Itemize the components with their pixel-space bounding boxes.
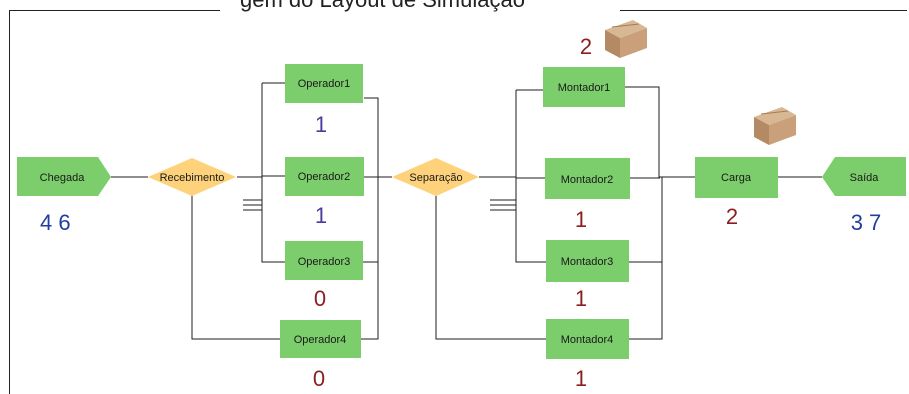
count-chegada: 4 6	[40, 210, 71, 235]
separacao-label: Separação	[409, 172, 462, 184]
recebimento-shape	[148, 158, 236, 196]
node-operador2[interactable]: Operador2	[285, 157, 364, 196]
operador3-shape	[285, 241, 363, 280]
connectors	[111, 82, 822, 340]
node-chegada[interactable]: Chegada	[17, 157, 111, 196]
saida-shape	[822, 157, 906, 196]
saida-label: Saída	[850, 172, 880, 184]
node-operador4[interactable]: Operador4	[280, 320, 361, 358]
node-montador3[interactable]: Montador3	[546, 240, 629, 282]
node-montador2[interactable]: Montador2	[545, 158, 630, 199]
montador2-label: Montador2	[561, 174, 614, 186]
montador3-label: Montador3	[561, 256, 614, 268]
montador1-label: Montador1	[558, 82, 611, 94]
carga-shape	[695, 157, 778, 198]
node-operador1[interactable]: Operador1	[285, 64, 363, 103]
chegada-shape	[17, 157, 111, 196]
count-operador4: 0	[313, 366, 325, 391]
cardboard-box-icon	[605, 20, 647, 58]
node-montador1[interactable]: Montador1	[543, 67, 625, 107]
title-clip: gem do Layout de Simulação	[220, 0, 620, 12]
count-montador1: 2	[580, 34, 592, 59]
montador4-label: Montador4	[561, 334, 614, 346]
count-montador3: 1	[575, 286, 587, 311]
node-recebimento[interactable]: Recebimento	[148, 158, 236, 196]
count-operador2: 1	[315, 203, 327, 228]
count-carga: 2	[726, 204, 738, 229]
montador4-shape	[546, 319, 629, 359]
operador1-label: Operador1	[298, 78, 351, 90]
montador1-shape	[543, 67, 625, 107]
operador1-shape	[285, 64, 363, 103]
separacao-shape	[392, 158, 479, 196]
operador2-label: Operador2	[298, 171, 351, 183]
page-title: gem do Layout de Simulação	[240, 0, 525, 12]
chegada-label: Chegada	[40, 172, 86, 184]
count-saida: 3 7	[851, 210, 882, 235]
operador4-label: Operador4	[294, 334, 347, 346]
recebimento-label: Recebimento	[160, 172, 225, 184]
node-separacao[interactable]: Separação	[392, 158, 479, 196]
count-operador1: 1	[315, 112, 327, 137]
count-montador2: 1	[575, 207, 587, 232]
node-saida[interactable]: Saída	[822, 157, 906, 196]
operador3-label: Operador3	[298, 256, 351, 268]
carga-label: Carga	[721, 172, 752, 184]
montador3-shape	[546, 240, 629, 282]
count-operador3: 0	[314, 286, 326, 311]
operador4-shape	[280, 320, 361, 358]
node-carga[interactable]: Carga	[695, 157, 778, 198]
node-operador3[interactable]: Operador3	[285, 241, 363, 280]
node-montador4[interactable]: Montador4	[546, 319, 629, 359]
count-montador4: 1	[575, 366, 587, 391]
operador2-shape	[285, 157, 364, 196]
montador2-shape	[545, 158, 630, 199]
cardboard-box-icon	[754, 107, 796, 145]
